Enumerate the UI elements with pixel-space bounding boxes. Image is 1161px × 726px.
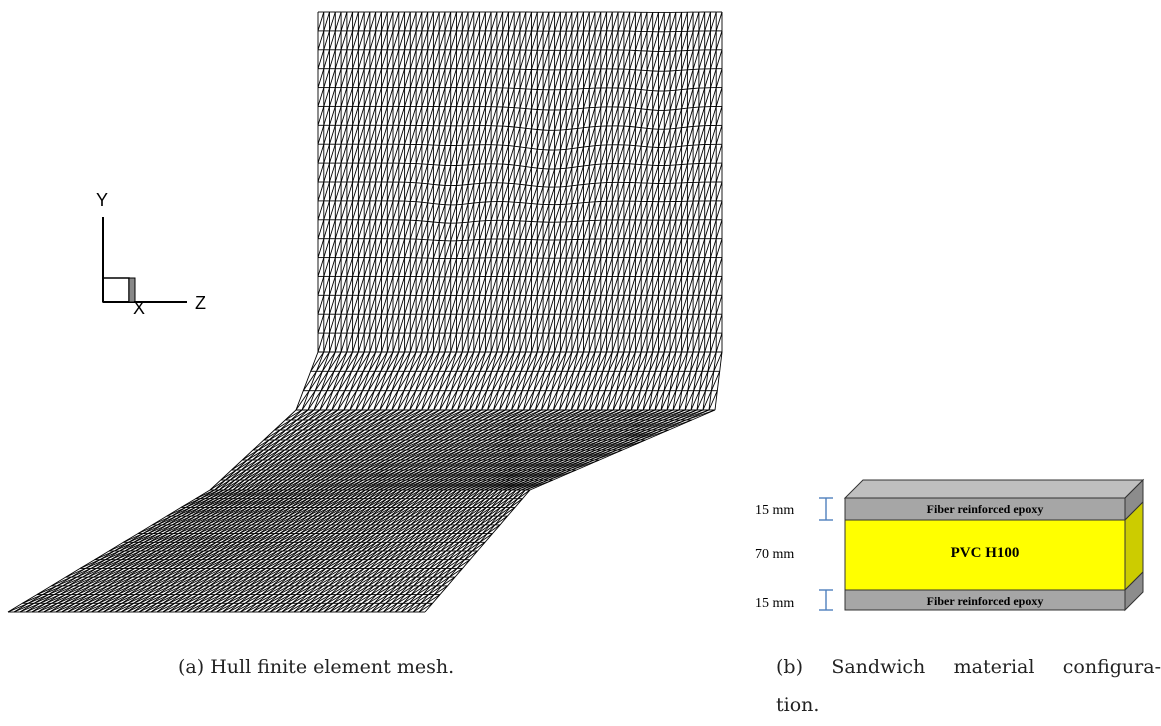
layer-top-label: Fiber reinforced epoxy <box>927 502 1044 516</box>
caption-b-line-1: (b) Sandwich material configura- <box>776 656 1161 678</box>
layer-core-label: PVC H100 <box>951 545 1020 561</box>
axis-label-y: Y <box>96 190 108 210</box>
layer-bottom-face <box>844 589 1126 611</box>
axis-label-x: X <box>133 298 145 318</box>
caption-b: (b) Sandwich material configura- tion. <box>776 648 1161 724</box>
coordinate-axes: Y X Z <box>96 190 206 318</box>
dimension-markers <box>819 497 833 611</box>
caption-b-line-2: tion. <box>776 694 820 716</box>
layer-core-face <box>844 519 1126 591</box>
thickness-bottom-label: 15 mm <box>755 596 794 611</box>
hull-mesh <box>7 11 723 613</box>
layer-bottom-label: Fiber reinforced epoxy <box>927 594 1044 608</box>
caption-a: (a) Hull finite element mesh. <box>178 656 455 678</box>
thickness-top-label: 15 mm <box>755 503 794 518</box>
axis-label-z: Z <box>195 293 206 313</box>
thickness-core-label: 70 mm <box>755 547 794 562</box>
